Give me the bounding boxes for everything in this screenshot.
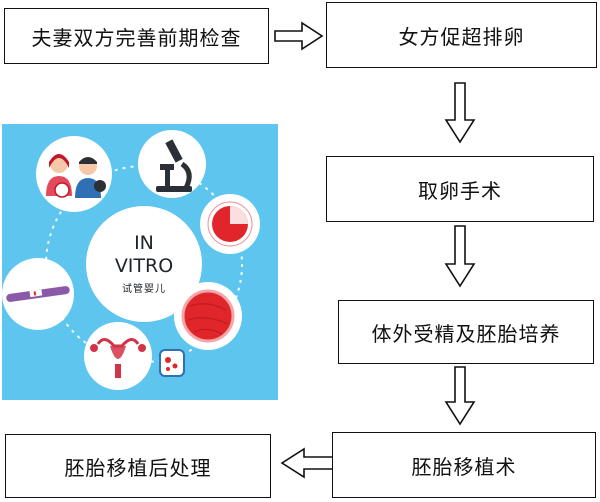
step-box-3: 取卵手术 xyxy=(326,156,594,222)
step-box-2: 女方促超排卵 xyxy=(326,2,597,68)
egg-cell-icon xyxy=(200,194,260,254)
illustration-title-in: IN xyxy=(134,232,154,254)
embryo-icon xyxy=(174,282,242,350)
step-box-1: 夫妻双方完善前期检查 xyxy=(4,8,269,64)
ivf-illustration: IN VITRO 试管婴儿 xyxy=(2,124,278,400)
pregnancy-test-icon xyxy=(2,258,74,330)
arrow-step4-to-step5 xyxy=(444,366,476,426)
step-box-4: 体外受精及胚胎培养 xyxy=(338,300,594,364)
lab-dish-icon xyxy=(159,349,185,377)
microscope-icon xyxy=(138,130,206,198)
arrow-step2-to-step3 xyxy=(444,82,476,144)
center-disc xyxy=(86,206,202,322)
arrow-step3-to-step4 xyxy=(444,225,476,288)
arrow-step1-to-step2 xyxy=(274,21,324,51)
step-box-6: 胚胎移植后处理 xyxy=(5,434,271,498)
illustration-subtitle: 试管婴儿 xyxy=(122,284,166,295)
step-box-5: 胚胎移植术 xyxy=(332,432,596,498)
illustration-title-vitro: VITRO xyxy=(114,255,174,277)
uterus-icon xyxy=(84,322,152,390)
arrow-step5-to-step6 xyxy=(280,447,335,479)
couple-icon xyxy=(36,136,112,212)
